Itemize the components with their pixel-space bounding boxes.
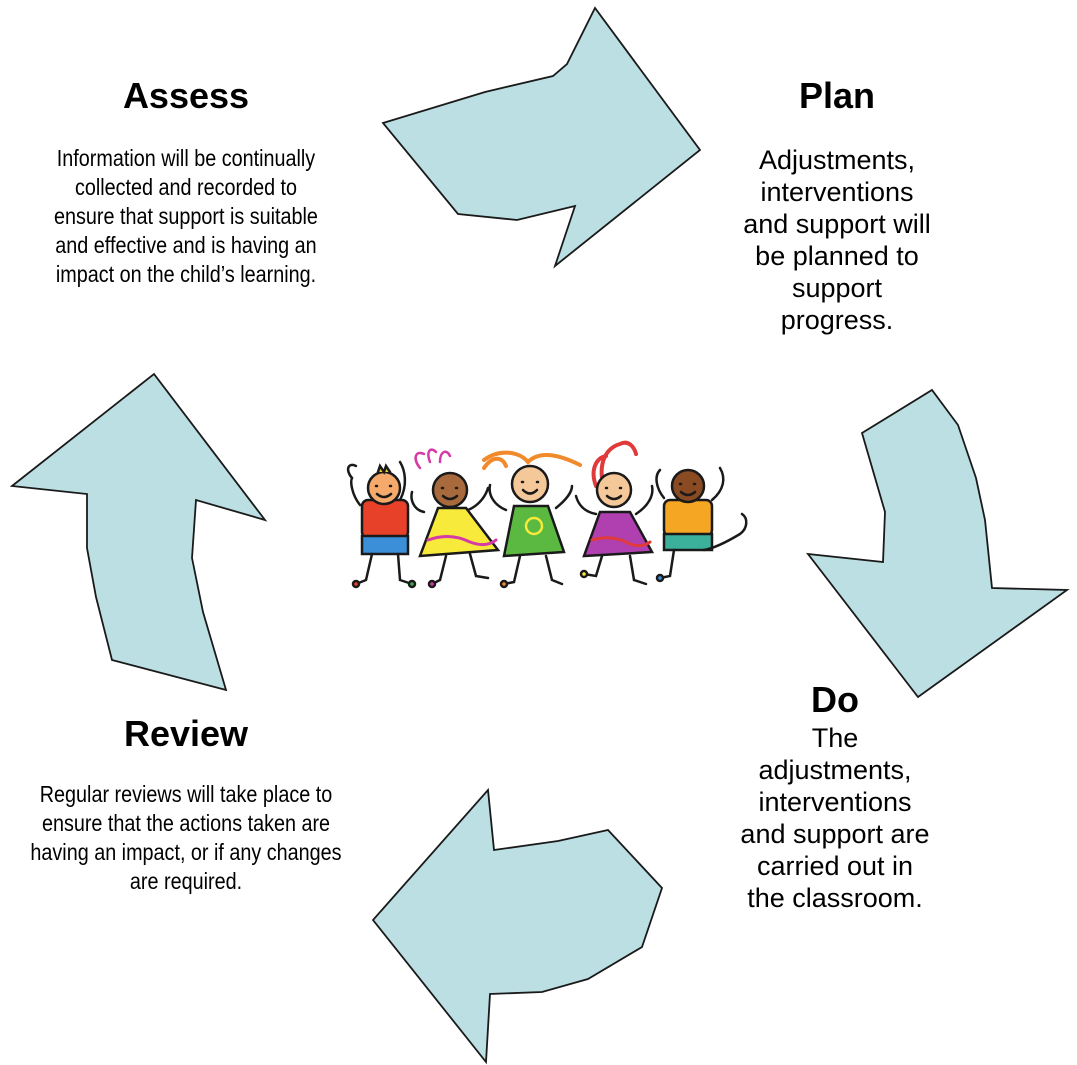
text-line: ensure that the actions taken are: [41, 810, 331, 836]
stage-title-review: Review: [123, 713, 249, 754]
text-line: and support will: [743, 209, 931, 239]
stage-text-do: The adjustments, interventions and suppo…: [710, 722, 960, 914]
arrow-do-to-review: [371, 787, 664, 1065]
text-line: progress.: [780, 305, 894, 335]
arrow-assess-to-plan: [381, 6, 702, 269]
stage-title-do: Do: [811, 679, 859, 720]
stage-text-review: Regular reviews will take place to ensur…: [26, 780, 346, 896]
text-line: be planned to: [755, 241, 919, 271]
child-yellow-dress: [410, 448, 501, 589]
child-red-shirt: [346, 460, 417, 589]
text-line: impact on the child’s learning.: [55, 261, 317, 287]
text-line: support: [791, 273, 883, 303]
stage-assess: Assess Information will be continually c…: [0, 74, 372, 289]
child-orange-shirt: [655, 466, 748, 583]
stage-review: Review Regular reviews will take place t…: [0, 712, 372, 896]
text-line: The: [811, 723, 859, 753]
arrow-plan-to-do: [806, 388, 1070, 699]
text-line: the classroom.: [747, 883, 923, 913]
text-line: are required.: [129, 868, 243, 894]
text-line: having an impact, or if any changes: [30, 839, 342, 865]
text-line: Information will be continually: [56, 145, 316, 171]
text-line: and support are: [740, 819, 930, 849]
stage-title-plan: Plan: [798, 75, 876, 116]
text-line: interventions: [760, 177, 914, 207]
stage-text-assess: Information will be continually collecte…: [26, 144, 346, 289]
stage-text-plan: Adjustments, interventions and support w…: [712, 144, 962, 336]
text-line: ensure that support is suitable: [54, 203, 318, 229]
child-purple-dress: [574, 440, 655, 586]
arrow-review-to-assess: [9, 372, 268, 692]
text-line: Regular reviews will take place to: [39, 781, 333, 807]
child-green-dress: [482, 450, 582, 589]
text-line: and effective and is having an: [55, 232, 317, 258]
text-line: interventions: [758, 787, 912, 817]
stage-plan: Plan Adjustments, interventions and supp…: [712, 74, 962, 336]
text-line: collected and recorded to: [74, 174, 298, 200]
text-line: adjustments,: [758, 755, 912, 785]
stage-title-assess: Assess: [122, 75, 250, 116]
text-line: Adjustments,: [758, 145, 916, 175]
text-line: carried out in: [756, 851, 914, 881]
stage-do: Do The adjustments, interventions and su…: [710, 678, 960, 914]
